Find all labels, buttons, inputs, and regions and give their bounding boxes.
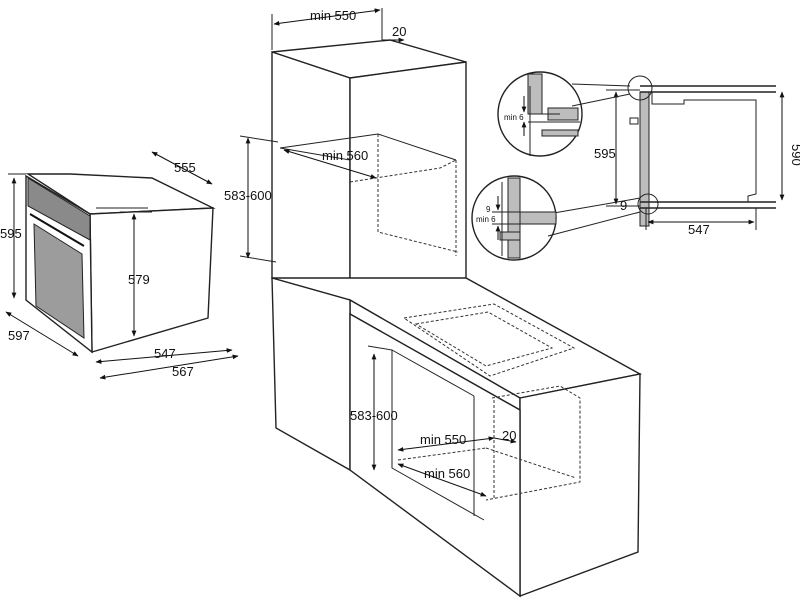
dim-oven-depth: 555 [174,160,196,175]
dim-line-oven-front [5,311,79,357]
dim-niche-bottom-height: 583-600 [350,408,398,423]
side-panel [639,91,650,227]
dim-line-niche-bottom-width [397,436,495,452]
dim-line-niche-top-depth [283,149,377,179]
cooktop-outline [402,303,576,377]
dim-niche-top-height: 583-600 [224,188,272,203]
upper-cabinet-front [271,51,351,293]
dim-detail-bottom-9: 9 [486,205,491,214]
dim-side-height-590: 590 [789,144,800,166]
dim-detail-bottom-min6: min 6 [476,215,496,224]
oven-door-handle [29,213,85,247]
dim-line-niche-bottom-depth [397,463,487,497]
dim-niche-top-gap: 20 [392,24,406,39]
oven-unit: 595 597 555 579 547 567 [0,151,239,380]
upper-cabinet-side [349,61,467,293]
detail-top: min 6 [497,71,583,157]
lower-cabinet-front [271,277,351,472]
dim-oven-front-width: 597 [8,328,30,343]
dim-niche-bottom-width: min 550 [420,432,466,447]
oven-door-window [33,223,85,339]
side-view: 595 590 9 547 min 6 [471,71,800,261]
dim-line-niche-top-width [273,8,381,26]
dim-oven-inner-height: 579 [128,272,150,287]
dim-niche-bottom-depth: min 560 [424,466,470,481]
dim-oven-height: 595 [0,226,22,241]
oven-side-panel [89,207,214,353]
dim-side-height-595: 595 [594,146,616,161]
dim-detail-top-min6: min 6 [504,113,524,122]
detail-bottom: 9 min 6 [471,175,557,261]
kitchen-cabinet: min 550 20 min 560 583-600 583-600 min 5… [224,8,643,598]
dim-niche-top-width: min 550 [310,8,356,23]
oven-control-panel [27,177,91,241]
dim-niche-top-depth: min 560 [322,148,368,163]
dim-side-gap-9: 9 [620,198,627,213]
dim-oven-width-b: 567 [172,364,194,379]
dim-side-depth-547: 547 [688,222,710,237]
dim-line-oven-567 [99,354,239,380]
dim-line-oven-depth [151,151,213,185]
dim-oven-width-a: 547 [154,346,176,361]
dim-niche-bottom-gap: 20 [502,428,516,443]
